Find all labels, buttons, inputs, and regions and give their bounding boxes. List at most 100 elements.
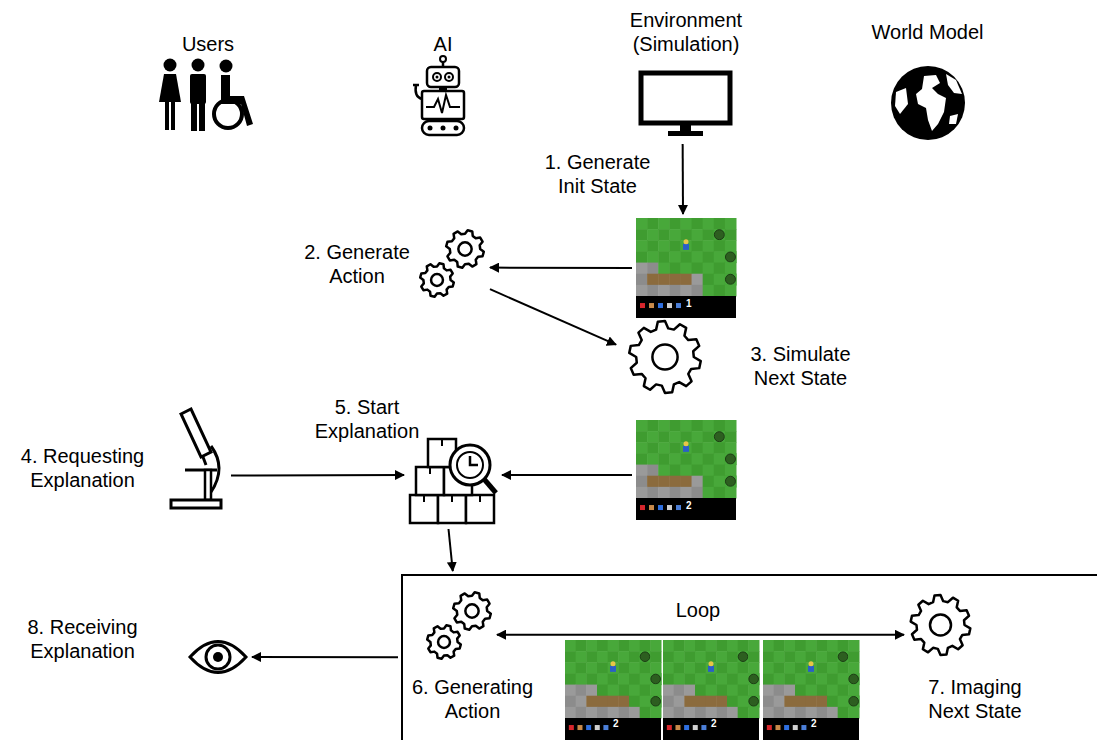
scene-tile [684, 662, 695, 674]
scene-tile [727, 662, 738, 674]
tree-ground [748, 673, 759, 685]
monitor-neck [680, 123, 691, 132]
scene-tile [692, 487, 704, 499]
scene-tile [763, 696, 774, 708]
person-head [192, 59, 205, 72]
person-leg [171, 102, 175, 130]
gear-hole [652, 344, 677, 369]
scene-tile [774, 651, 785, 663]
scene-tile [848, 640, 859, 652]
scene-tile [784, 685, 795, 697]
robot-pupil [436, 76, 439, 79]
step-label: Environment (Simulation) [616, 8, 756, 56]
scene-tile [674, 696, 685, 708]
scene-tile [706, 696, 717, 708]
scene-tile [629, 696, 640, 708]
scene-tile [725, 420, 737, 432]
scene-tile [647, 285, 659, 297]
scene-tile [725, 487, 737, 499]
scene-tile [669, 453, 681, 465]
scene-tile [827, 696, 838, 708]
boxes-icon [408, 425, 498, 525]
scene-tile [774, 696, 785, 708]
tree-canopy [749, 674, 759, 684]
scene-tile [618, 696, 629, 708]
tree-canopy [725, 476, 735, 486]
scene-tile [703, 453, 715, 465]
scene-tile [608, 662, 619, 674]
scene-tile [680, 420, 692, 432]
tree-canopy [849, 696, 859, 706]
scene-tile [784, 696, 795, 708]
scene-tile [640, 696, 651, 708]
scene-tile [669, 263, 681, 275]
scene-tile [650, 651, 661, 663]
scene-tile [692, 263, 704, 275]
scene-tile [838, 707, 849, 719]
inventory-icon [767, 725, 772, 730]
scene-tile [669, 240, 681, 252]
monitor-drawing [641, 73, 730, 136]
scene-tile [725, 431, 737, 443]
scene-tile [629, 651, 640, 663]
scene-tile [795, 696, 806, 708]
inventory-count: 2 [686, 500, 692, 511]
wheelchair-wheel [214, 100, 242, 128]
scene-tile [663, 651, 674, 663]
inventory-icon [667, 303, 672, 308]
tree-ground [725, 274, 737, 286]
boxes-drawing [410, 439, 496, 523]
tree-canopy [714, 432, 724, 442]
tree-canopy [838, 652, 848, 662]
inventory-icon [603, 725, 608, 730]
scene-drawing [636, 218, 737, 318]
scene-tile [692, 431, 704, 443]
scene-tile [695, 707, 706, 719]
inventory-icon [793, 725, 798, 730]
scene-tile [576, 673, 587, 685]
scene-tile [703, 420, 715, 432]
step-label: Users [150, 32, 266, 56]
scene-tile [618, 651, 629, 663]
scene-tile [695, 640, 706, 652]
scene-tile [650, 673, 661, 685]
scene-tile [795, 640, 806, 652]
scene-tile [674, 707, 685, 719]
scene-tile [738, 673, 749, 685]
scene-tile [703, 285, 715, 297]
scene-tile [725, 218, 737, 230]
scene-tile [608, 707, 619, 719]
scene-tile [706, 685, 717, 697]
player-body [683, 244, 689, 250]
scene-tile [748, 685, 759, 697]
scene-tile [738, 662, 749, 674]
scene-tile [716, 651, 727, 663]
scene-tile [727, 685, 738, 697]
scene-tile [669, 442, 681, 454]
scene-tile [795, 662, 806, 674]
step-label: 2. Generate Action [298, 240, 416, 288]
scene-tile [763, 707, 774, 719]
step-node: 1 [636, 218, 736, 318]
scene-tile [692, 274, 704, 286]
scene-tile [703, 274, 715, 286]
robot-drawing [413, 56, 464, 135]
microscope-drawing [171, 409, 221, 508]
person-leg [165, 102, 169, 130]
scene-tile [669, 420, 681, 432]
step-node: World Model [888, 64, 968, 142]
tree-ground [848, 696, 859, 708]
inventory-bar [763, 718, 859, 740]
scene-tile [714, 420, 726, 432]
scene-tile [725, 263, 737, 275]
scene-tile [636, 285, 648, 297]
scene-tile [586, 640, 597, 652]
scene-tile [586, 662, 597, 674]
scene-tile [692, 240, 704, 252]
scene-tile [784, 673, 795, 685]
scene-tile [725, 442, 737, 454]
inventory-bar [636, 296, 736, 318]
scene-tile [576, 707, 587, 719]
stacked-box [410, 495, 438, 523]
scene-tile [669, 218, 681, 230]
